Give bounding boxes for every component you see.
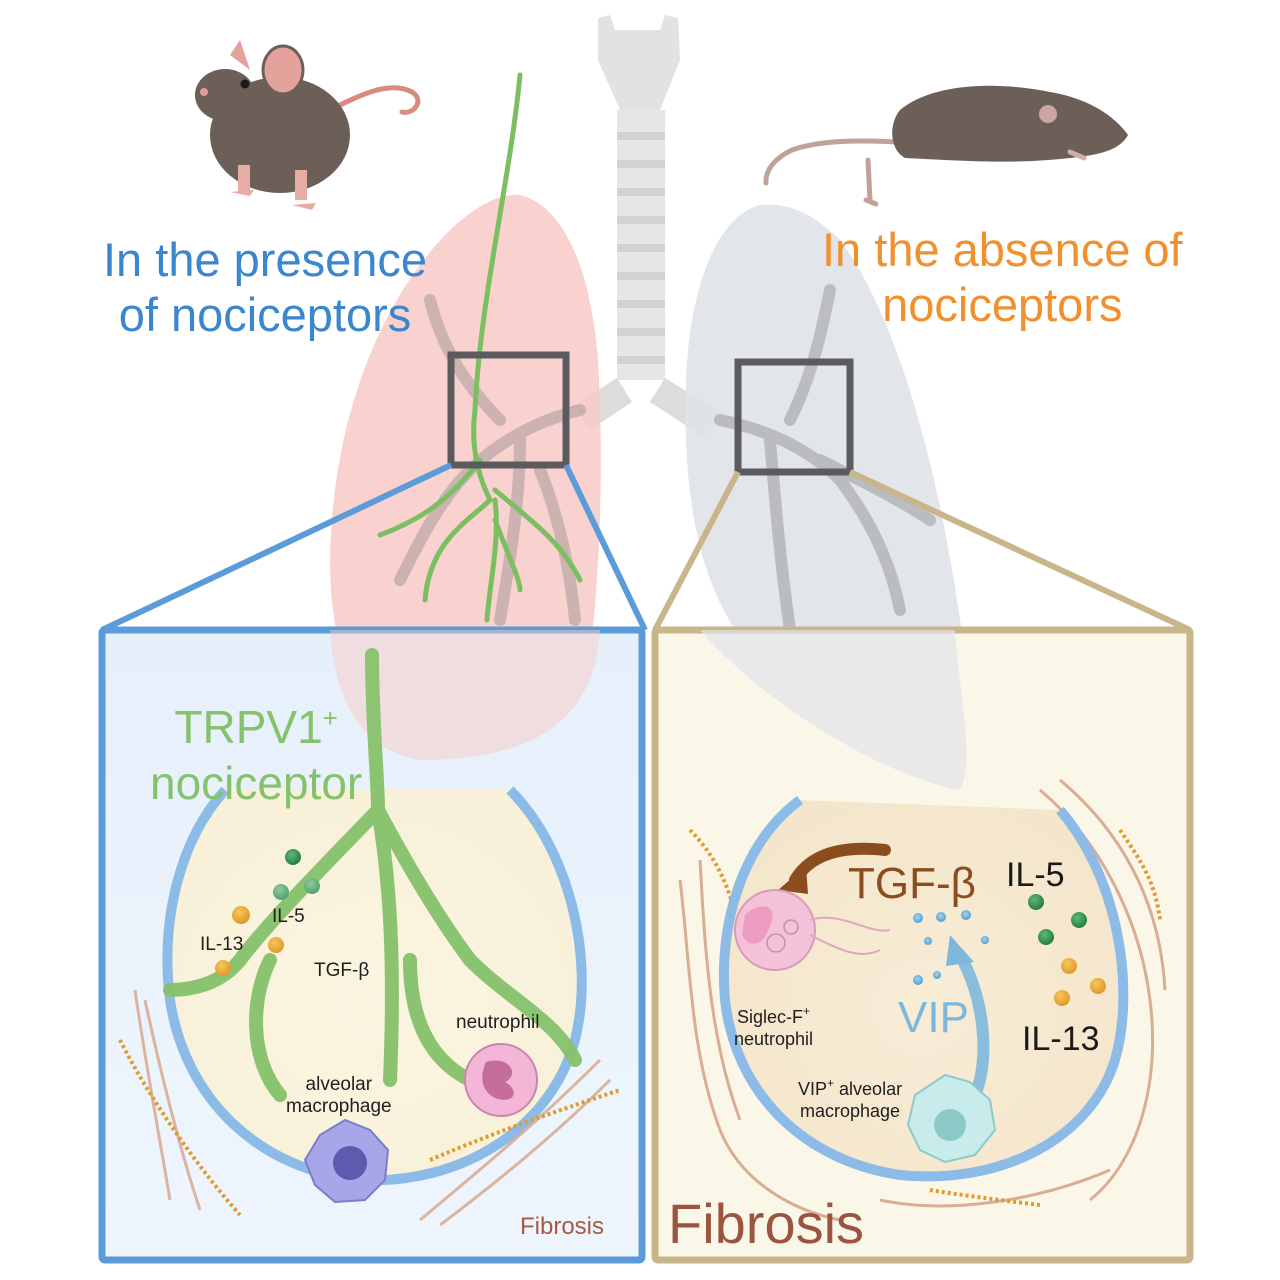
trpv1-text: TRPV1 [174,701,323,753]
alveolus-right [718,795,1129,1182]
heading-presence: In the presence of nociceptors [103,232,427,342]
left-fibrosis-label: Fibrosis [520,1213,605,1240]
left-macrophage-label: alveolar macrophage [286,1074,392,1118]
alveolus-left [162,786,587,1186]
alveolar-text: alveolar [834,1079,903,1099]
il13-particle [1054,990,1070,1006]
il5-particle [273,884,289,900]
il13-particle [215,960,231,976]
trpv1-plus: + [322,703,338,733]
il13-particle [1061,958,1077,974]
left-il5-label: IL-5 [272,906,305,927]
siglec-f-text: Siglec-F [737,1007,804,1027]
siglec-f-neutrophil-cell [734,889,891,971]
vip-plus-text: VIP [798,1079,828,1099]
right-panel [651,626,1194,1264]
left-il13-label: IL-13 [200,934,244,955]
mouse-standing-icon [195,40,421,210]
il5-particle [304,878,320,894]
right-il13-label: IL-13 [1022,1020,1100,1058]
vip-arrow [954,949,990,1101]
right-il5-label: IL-5 [1006,856,1065,894]
right-macrophage-text: macrophage [800,1101,901,1121]
il5-particle [1028,894,1044,910]
nociceptor-text: nociceptor [150,757,363,809]
heading-presence-line2: of nociceptors [118,288,412,341]
right-macrophage-label: VIP+ alveolar macrophage [798,1072,902,1122]
mouse-lying-icon [763,85,1128,207]
vip-plus-sign: + [827,1076,835,1090]
left-neutrophil-label: neutrophil [456,1012,540,1033]
right-vip-label: VIP [898,993,969,1042]
left-macrophage-line2: macrophage [286,1096,392,1117]
right-fibrosis-label: Fibrosis [668,1192,865,1255]
left-macrophage-line1: alveolar [305,1074,373,1095]
il5-particle [1038,929,1054,945]
alveolar-macrophage-cell [303,1118,390,1204]
vip-alveolar-macrophage-cell [906,1073,997,1164]
siglec-f-plus: + [803,1004,811,1018]
zoom-funnel-left [100,462,648,633]
heading-presence-line1: In the presence [103,233,427,286]
left-panel [98,626,646,1264]
il13-particle [1090,978,1106,994]
il13-particle [268,937,284,953]
heading-absence: In the absence of nociceptors [822,222,1183,332]
left-tgfb-label: TGF-β [314,960,370,981]
heading-absence-line1: In the absence of [822,223,1183,276]
vip-particles [913,910,989,985]
zoom-box-right [734,358,854,476]
heading-absence-line2: nociceptors [882,278,1123,331]
neutrophil-cell [464,1043,538,1117]
right-neutrophil-label: Siglec-F+ neutrophil [734,1000,813,1050]
il5-particle [1071,912,1087,928]
right-tgfb-label: TGF-β [848,859,976,908]
il13-particle [232,906,250,924]
trpv1-nociceptor-label: TRPV1+ nociceptor [150,690,362,811]
il5-particle [285,849,301,865]
zoom-funnel-right [652,469,1192,633]
zoom-box-left [447,351,570,469]
right-neutrophil-text: neutrophil [734,1029,814,1049]
